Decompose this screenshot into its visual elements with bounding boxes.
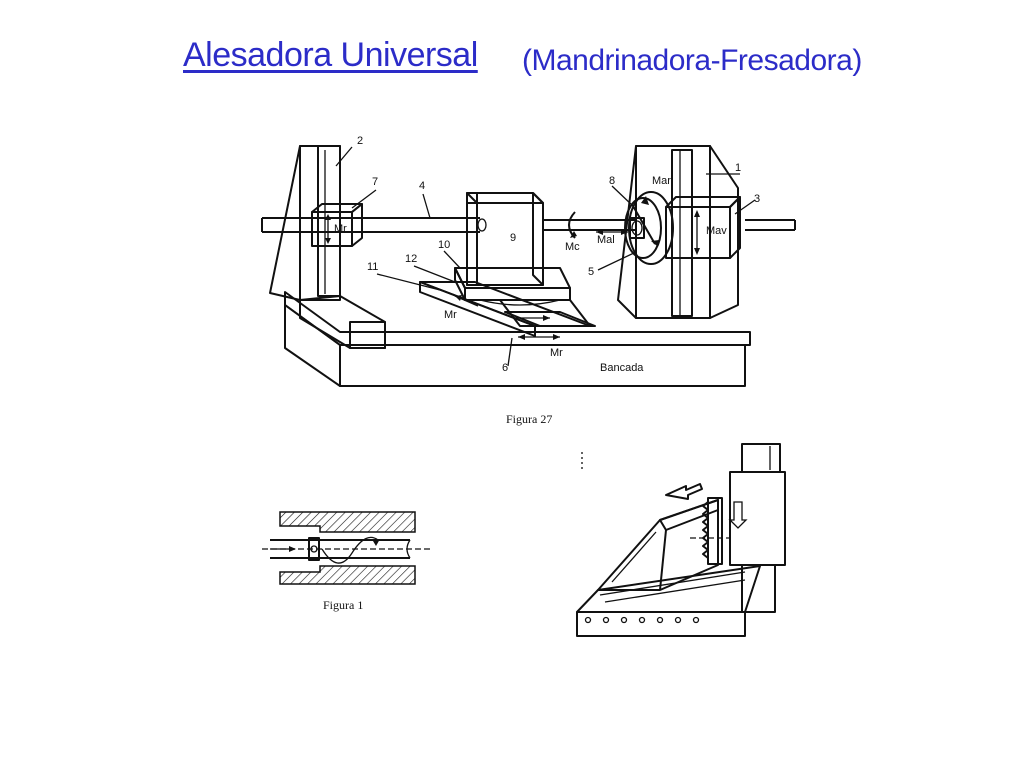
label-9: 9 [510,232,516,244]
label-11: 11 [367,261,378,273]
label-mr-table: Mr [444,309,457,321]
figure-27-drawing: 2 7 4 Mr 10 12 11 9 Mr Mr 6 Bancada Mc M… [261,135,796,426]
headstock [665,196,741,259]
label-4: 4 [419,180,425,192]
leader-lines [335,146,756,367]
page-title: Alesadora Universal [183,36,478,74]
figure-1-drawing: Figura 1 [262,511,430,612]
figure-1-caption: Figura 1 [323,598,363,612]
motion-arrows [454,229,628,340]
label-bancada: Bancada [600,362,644,374]
facing-plate [624,191,674,265]
label-mc: Mc [565,241,580,253]
milling-cutter [690,497,730,565]
label-5: 5 [588,266,594,278]
label-mal: Mal [597,234,615,246]
label-mav: Mav [706,225,727,237]
milling-drawing [576,443,786,637]
base-bolts [584,616,700,624]
left-column [269,145,386,349]
page-subtitle: (Mandrinadora-Fresadora) [522,44,862,77]
label-2: 2 [357,135,363,147]
right-column [617,145,739,319]
label-1: 1 [735,162,741,174]
boring-bar [261,217,796,233]
label-7: 7 [372,176,378,188]
figure-27-caption: Figura 27 [506,412,552,426]
label-6: 6 [502,362,508,374]
label-12: 12 [405,253,417,265]
worktable-assembly [419,267,596,337]
rotation-arrowhead [570,231,577,238]
label-mr-column: Mr [334,223,347,235]
label-3: 3 [754,193,760,205]
label-10: 10 [438,239,450,251]
workpiece [466,192,544,286]
bar-support-block [311,203,363,247]
label-mr-bed: Mr [550,347,563,359]
label-mar: Mar [652,175,671,187]
label-8: 8 [609,175,615,187]
